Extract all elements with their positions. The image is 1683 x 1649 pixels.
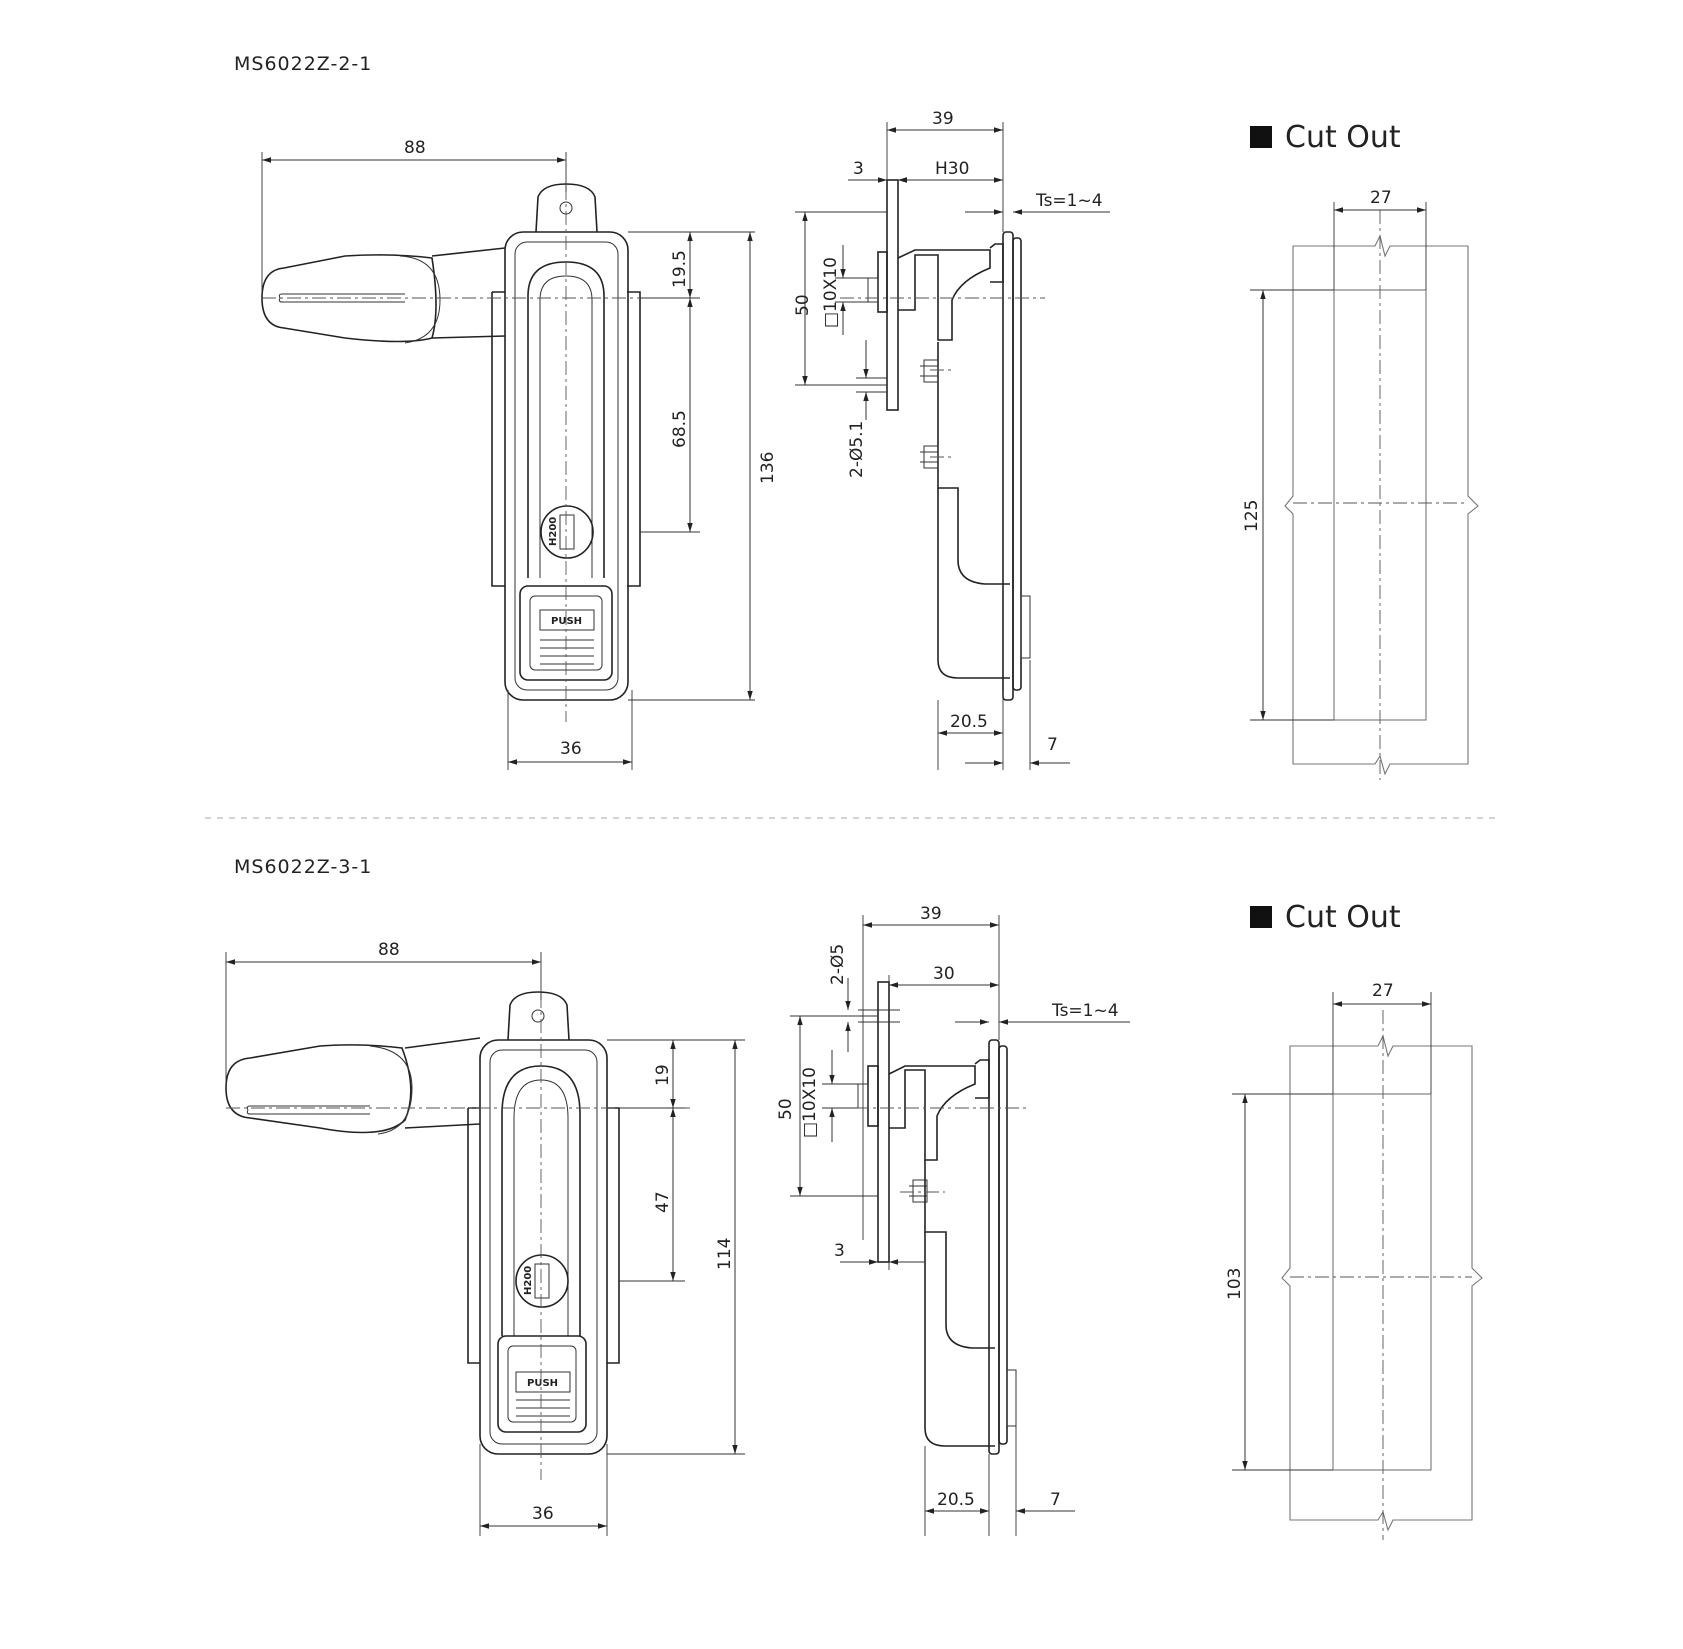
cutout-width-bottom: 27 bbox=[1372, 981, 1394, 1001]
side-dims-top: 39 3 H30 Ts=1~4 50 □10X10 2-Ø5.1 20.5 7 bbox=[793, 109, 1110, 770]
dim-sq-top: □10X10 bbox=[821, 257, 841, 328]
dim-114-bottom: 114 bbox=[715, 1238, 735, 1270]
dim-136-top: 136 bbox=[758, 452, 778, 484]
dim-7-bottom: 7 bbox=[1050, 1490, 1061, 1510]
cutout-bullet-top bbox=[1250, 126, 1272, 148]
cutout-width-top: 27 bbox=[1370, 188, 1392, 208]
lock-label-top: H200 bbox=[548, 517, 559, 546]
dim-20-5-bottom: 20.5 bbox=[937, 1490, 975, 1510]
dim-39-top: 39 bbox=[932, 109, 954, 129]
dim-50-top: 50 bbox=[793, 294, 813, 316]
dim-19-5-top: 19.5 bbox=[670, 250, 690, 288]
dim-68-5-top: 68.5 bbox=[670, 410, 690, 448]
front-dims-top: 88 19.5 68.5 136 36 bbox=[261, 138, 778, 770]
dim-20-5-top: 20.5 bbox=[950, 712, 988, 732]
dim-ts-top: Ts=1~4 bbox=[1035, 191, 1103, 211]
push-label-bottom: PUSH bbox=[527, 1378, 558, 1389]
cutout-bottom: Cut Out 27 103 bbox=[1225, 900, 1483, 1540]
dim-30-bottom: 30 bbox=[933, 964, 955, 984]
push-label-top: PUSH bbox=[551, 616, 582, 627]
dim-88-bottom: 88 bbox=[378, 940, 400, 960]
dim-holes-top: 2-Ø5.1 bbox=[847, 421, 867, 478]
dim-19-bottom: 19 bbox=[653, 1064, 673, 1086]
dim-50-bottom: 50 bbox=[776, 1098, 796, 1120]
dim-7-top: 7 bbox=[1047, 735, 1058, 755]
dim-36-top: 36 bbox=[560, 739, 582, 759]
dim-3-bottom: 3 bbox=[834, 1241, 845, 1261]
cutout-heading-top: Cut Out bbox=[1285, 120, 1401, 155]
dim-36-bottom: 36 bbox=[532, 1504, 554, 1524]
dim-ts-bottom: Ts=1~4 bbox=[1051, 1001, 1119, 1021]
side-dims-bottom: 39 2-Ø5 30 Ts=1~4 50 □10X10 3 20.5 7 bbox=[776, 904, 1130, 1536]
dim-47-bottom: 47 bbox=[653, 1191, 673, 1213]
dim-3-top: 3 bbox=[853, 159, 864, 179]
dim-holes-bottom: 2-Ø5 bbox=[828, 944, 848, 985]
cutout-top: Cut Out 27 125 bbox=[1242, 120, 1479, 780]
cutout-heading-bottom: Cut Out bbox=[1285, 900, 1401, 935]
dim-h30-top: H30 bbox=[935, 159, 969, 179]
model-title-bottom: MS6022Z-3-1 bbox=[234, 856, 372, 878]
side-view-bottom bbox=[830, 981, 1030, 1455]
dim-39-bottom: 39 bbox=[920, 904, 942, 924]
dim-88-top: 88 bbox=[404, 138, 426, 158]
lock-label-bottom: H200 bbox=[523, 1266, 534, 1295]
dim-sq-bottom: □10X10 bbox=[800, 1067, 820, 1138]
cutout-height-bottom: 103 bbox=[1225, 1268, 1245, 1300]
cutout-bullet-bottom bbox=[1250, 906, 1272, 928]
model-title-top: MS6022Z-2-1 bbox=[234, 53, 372, 75]
front-dims-bottom: 88 19 47 114 36 bbox=[225, 940, 745, 1536]
side-view-top bbox=[840, 179, 1045, 701]
front-view-bottom: H200 PUSH bbox=[225, 991, 690, 1480]
front-view-top: H200 PUSH bbox=[261, 183, 700, 722]
cutout-height-top: 125 bbox=[1242, 500, 1262, 532]
